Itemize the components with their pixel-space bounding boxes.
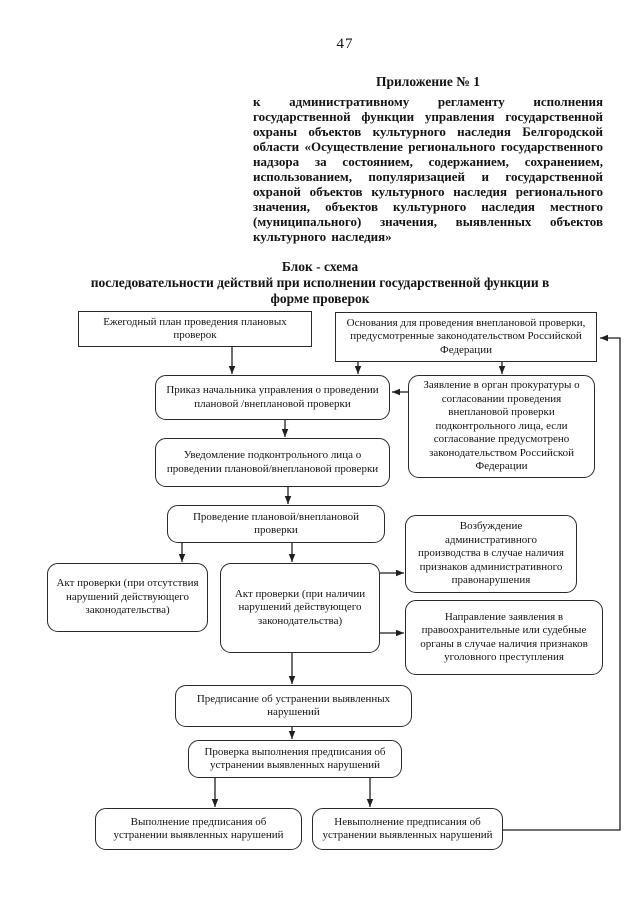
flow-node-prescription-fulfilled: Выполнение предписания об устранении выя…	[95, 808, 302, 850]
flow-node-administrative-proceedings: Возбуждение административного производст…	[405, 515, 577, 593]
diagram-title-line2: последовательности действий при исполнен…	[90, 275, 550, 306]
diagram-title-line1: Блок - схема	[281, 259, 359, 274]
flow-node-annual-plan: Ежегодный план проведения плановых прове…	[78, 311, 312, 347]
flow-node-notification: Уведомление подконтрольного лица о прове…	[155, 438, 390, 487]
flow-node-prescription-check: Проверка выполнения предписания об устра…	[188, 740, 402, 778]
flow-node-prescription: Предписание об устранении выявленных нар…	[175, 685, 412, 727]
flow-node-act-violations: Акт проверки (при наличии нарушений дейс…	[220, 563, 380, 653]
flow-node-order: Приказ начальника управления о проведени…	[155, 375, 390, 420]
diagram-title: Блок - схема последовательности действий…	[0, 259, 640, 307]
appendix-block: Приложение № 1 к административному регла…	[253, 74, 603, 244]
flow-node-prosecutor-application: Заявление в орган прокуратуры о согласов…	[408, 375, 595, 478]
appendix-title: Приложение № 1	[376, 74, 480, 89]
appendix-body: к административному регламенту исполнени…	[253, 94, 603, 244]
flow-node-prescription-not-fulfilled: Невыполнение предписания об устранении в…	[312, 808, 503, 850]
flow-node-unscheduled-grounds: Основания для проведения внеплановой про…	[335, 312, 597, 362]
flow-node-act-no-violations: Акт проверки (при отсутствия нарушений д…	[47, 563, 208, 632]
flow-node-law-enforcement-referral: Направление заявления в правоохранительн…	[405, 600, 603, 675]
page-number: 47	[336, 36, 354, 52]
flow-node-inspection: Проведение плановой/внеплановой проверки	[167, 505, 385, 543]
